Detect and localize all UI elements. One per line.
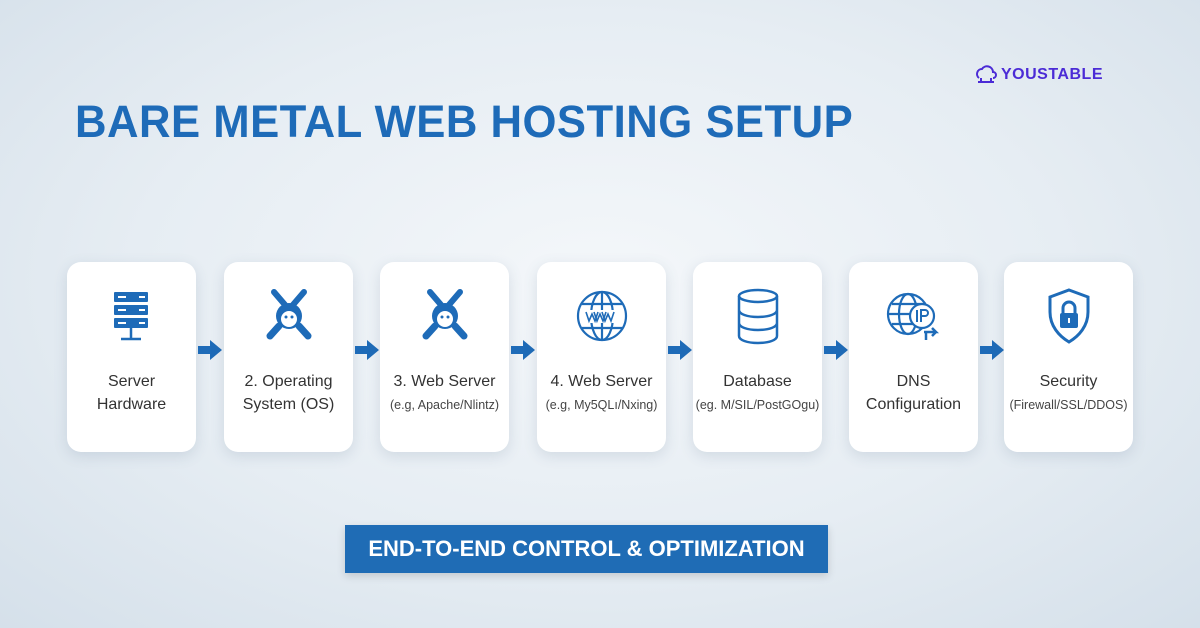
step-title: 2. Operating (244, 373, 333, 390)
step-title: Security (1039, 373, 1098, 390)
step-card: Server Hardware (67, 262, 196, 452)
step-card: Security (Firewall/SSL/DDOS) (1004, 262, 1133, 452)
step-title: Server (107, 373, 156, 390)
arrow-right-icon (824, 340, 848, 360)
linux-penguin-icon (380, 286, 509, 350)
arrow-right-icon (198, 340, 222, 360)
database-icon (693, 286, 822, 350)
arrow-right-icon (980, 340, 1004, 360)
step-card: 4. Web Server (e.g, My5QLı/Nxing) (537, 262, 666, 452)
step-subtitle: (e.g, Apache/Nlintz) (389, 398, 500, 412)
step-subtitle: (e.g, My5QLı/Nxing) (545, 398, 658, 412)
step-card: 2. Operating System (OS) (224, 262, 353, 452)
step-card: 3. Web Server (e.g, Apache/Nlintz) (380, 262, 509, 452)
server-rack-icon (67, 286, 196, 350)
step-subtitle: (eg. M/SIL/PostGOgu) (695, 398, 820, 412)
step-card: Database (eg. M/SIL/PostGOgu) (693, 262, 822, 452)
arrow-right-icon (668, 340, 692, 360)
cloud-headset-icon (976, 65, 997, 83)
page-title: BARE METAL WEB HOSTING SETUP (75, 96, 854, 147)
linux-penguin-icon (224, 286, 353, 350)
brand-name: YOUSTABLE (1001, 66, 1103, 83)
step-title: DNS (896, 373, 931, 390)
step-title: Database (723, 373, 792, 390)
step-subtitle: (Firewall/SSL/DDOS) (1009, 398, 1128, 412)
arrow-right-icon (355, 340, 379, 360)
summary-banner: END-TO-END CONTROL & OPTIMIZATION (345, 525, 828, 573)
shield-lock-icon (1004, 286, 1133, 350)
step-subtitle: System (OS) (242, 396, 335, 413)
arrow-right-icon (511, 340, 535, 360)
step-subtitle: Configuration (865, 396, 962, 413)
step-subtitle: Hardware (96, 396, 167, 413)
www-globe-icon (537, 286, 666, 350)
step-title: 3. Web Server (393, 373, 496, 390)
ip-globe-icon (849, 286, 978, 350)
step-card: DNS Configuration (849, 262, 978, 452)
step-title: 4. Web Server (550, 373, 653, 390)
brand-logo: YOUSTABLE (975, 64, 1103, 86)
